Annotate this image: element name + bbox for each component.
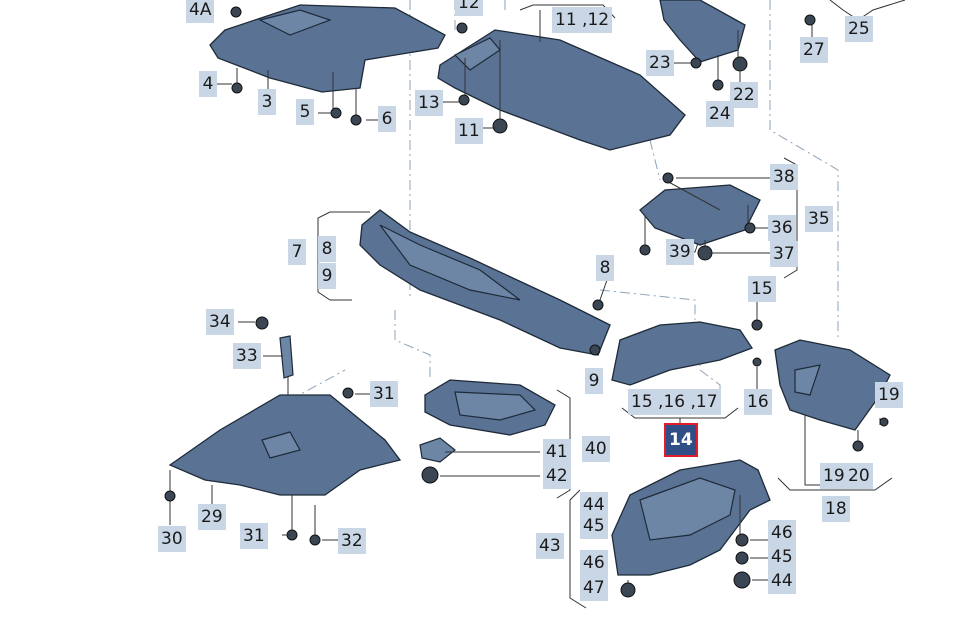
part-35-bracket [639,184,761,246]
label-29[interactable]: 29 [198,504,226,530]
label-15-16-17[interactable]: 15 ,16 ,17 [628,389,721,415]
label-11[interactable]: 11 [455,118,483,144]
label-20[interactable]: 20 [845,463,873,489]
label-30[interactable]: 30 [158,526,186,552]
label-32[interactable]: 32 [338,528,366,554]
label-46-right[interactable]: 46 [768,520,796,546]
label-37[interactable]: 37 [770,241,798,267]
label-23[interactable]: 23 [646,50,674,76]
label-36[interactable]: 36 [768,215,796,241]
label-34[interactable]: 34 [206,309,234,335]
part-15-shield [611,321,753,386]
part-18-panel [774,339,891,431]
label-5[interactable]: 5 [296,99,314,125]
label-22[interactable]: 22 [730,82,758,108]
label-11-12[interactable]: 11 ,12 [552,7,613,33]
label-46-left[interactable]: 46 [580,550,608,576]
part-33-bracket [279,335,294,379]
label-31-bottom[interactable]: 31 [240,523,268,549]
label-45-left[interactable]: 45 [580,513,608,539]
label-8-top[interactable]: 8 [318,236,336,262]
label-45-right[interactable]: 45 [768,544,796,570]
part-22-bracket [659,0,746,63]
label-4[interactable]: 4 [199,71,217,97]
label-7[interactable]: 7 [288,239,306,265]
label-13[interactable]: 13 [415,90,443,116]
label-25[interactable]: 25 [845,16,873,42]
label-19-right[interactable]: 19 [875,382,903,408]
label-9-top[interactable]: 9 [318,263,336,289]
label-39[interactable]: 39 [666,239,694,265]
label-43[interactable]: 43 [536,533,564,559]
label-6[interactable]: 6 [378,106,396,132]
label-42[interactable]: 42 [543,463,571,489]
label-4a[interactable]: 4A [186,0,215,23]
label-16[interactable]: 16 [744,389,772,415]
label-31-top[interactable]: 31 [370,381,398,407]
label-35[interactable]: 35 [805,206,833,232]
label-8[interactable]: 8 [596,255,614,281]
label-40[interactable]: 40 [582,436,610,462]
label-44-right[interactable]: 44 [768,568,796,594]
label-18[interactable]: 18 [822,496,850,522]
label-24[interactable]: 24 [706,101,734,127]
label-47[interactable]: 47 [580,575,608,601]
label-3[interactable]: 3 [258,89,276,115]
label-12[interactable]: 12 [455,0,483,16]
label-19-bottom[interactable]: 19 [820,463,848,489]
label-15-right[interactable]: 15 [748,276,776,302]
part-42-clip [421,466,439,484]
label-38[interactable]: 38 [770,164,798,190]
label-41[interactable]: 41 [543,439,571,465]
part-3-panel [209,4,446,93]
label-33[interactable]: 33 [233,343,261,369]
label-27[interactable]: 27 [800,37,828,63]
label-9[interactable]: 9 [585,368,603,394]
part-41-clip [419,437,456,463]
label-14-selected[interactable]: 14 [664,423,698,457]
fasteners [164,6,889,598]
